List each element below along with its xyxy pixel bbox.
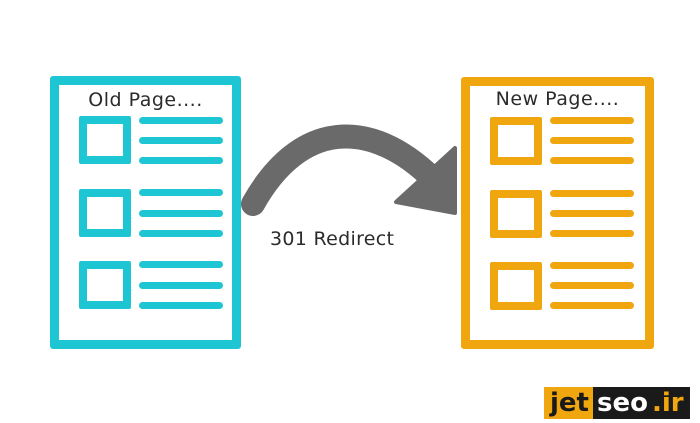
new-page-content-box [490,262,542,310]
new-page-text-line [550,117,634,124]
new-page-content-box [490,117,542,165]
old-page-content-box [79,116,131,164]
redirect-arrow-body [241,124,444,216]
old-page-text-line [139,189,223,196]
new-page-text-line [550,137,634,144]
logo-part-ir: .ir [651,387,690,419]
old-page-content-box [79,189,131,237]
new-page-title: New Page.... [495,88,620,110]
new-page-document: New Page.... [461,77,654,349]
new-page-text-line [550,157,634,164]
old-page-text-line [139,282,223,289]
new-page-text-line [550,262,634,269]
new-page-content-box [490,190,542,238]
old-page-text-line [139,117,223,124]
new-page-text-line [550,190,634,197]
old-page-content-box [79,261,131,309]
redirect-label: 301 Redirect [270,228,395,250]
new-page-text-line [550,230,634,237]
old-page-document: Old Page.... [50,76,241,349]
old-page-text-line [139,137,223,144]
logo-part-seo: seo [592,387,652,419]
old-page-text-line [139,157,223,164]
redirect-arrow-head [394,146,457,215]
new-page-text-line [550,210,634,217]
old-page-text-line [139,210,223,217]
new-page-text-line [550,302,634,309]
new-page-text-line [550,282,634,289]
old-page-text-line [139,261,223,268]
jetseo-logo: jet seo .ir [544,387,690,419]
old-page-title: Old Page.... [88,89,203,111]
old-page-text-line [139,302,223,309]
logo-part-jet: jet [544,387,593,419]
old-page-text-line [139,230,223,237]
